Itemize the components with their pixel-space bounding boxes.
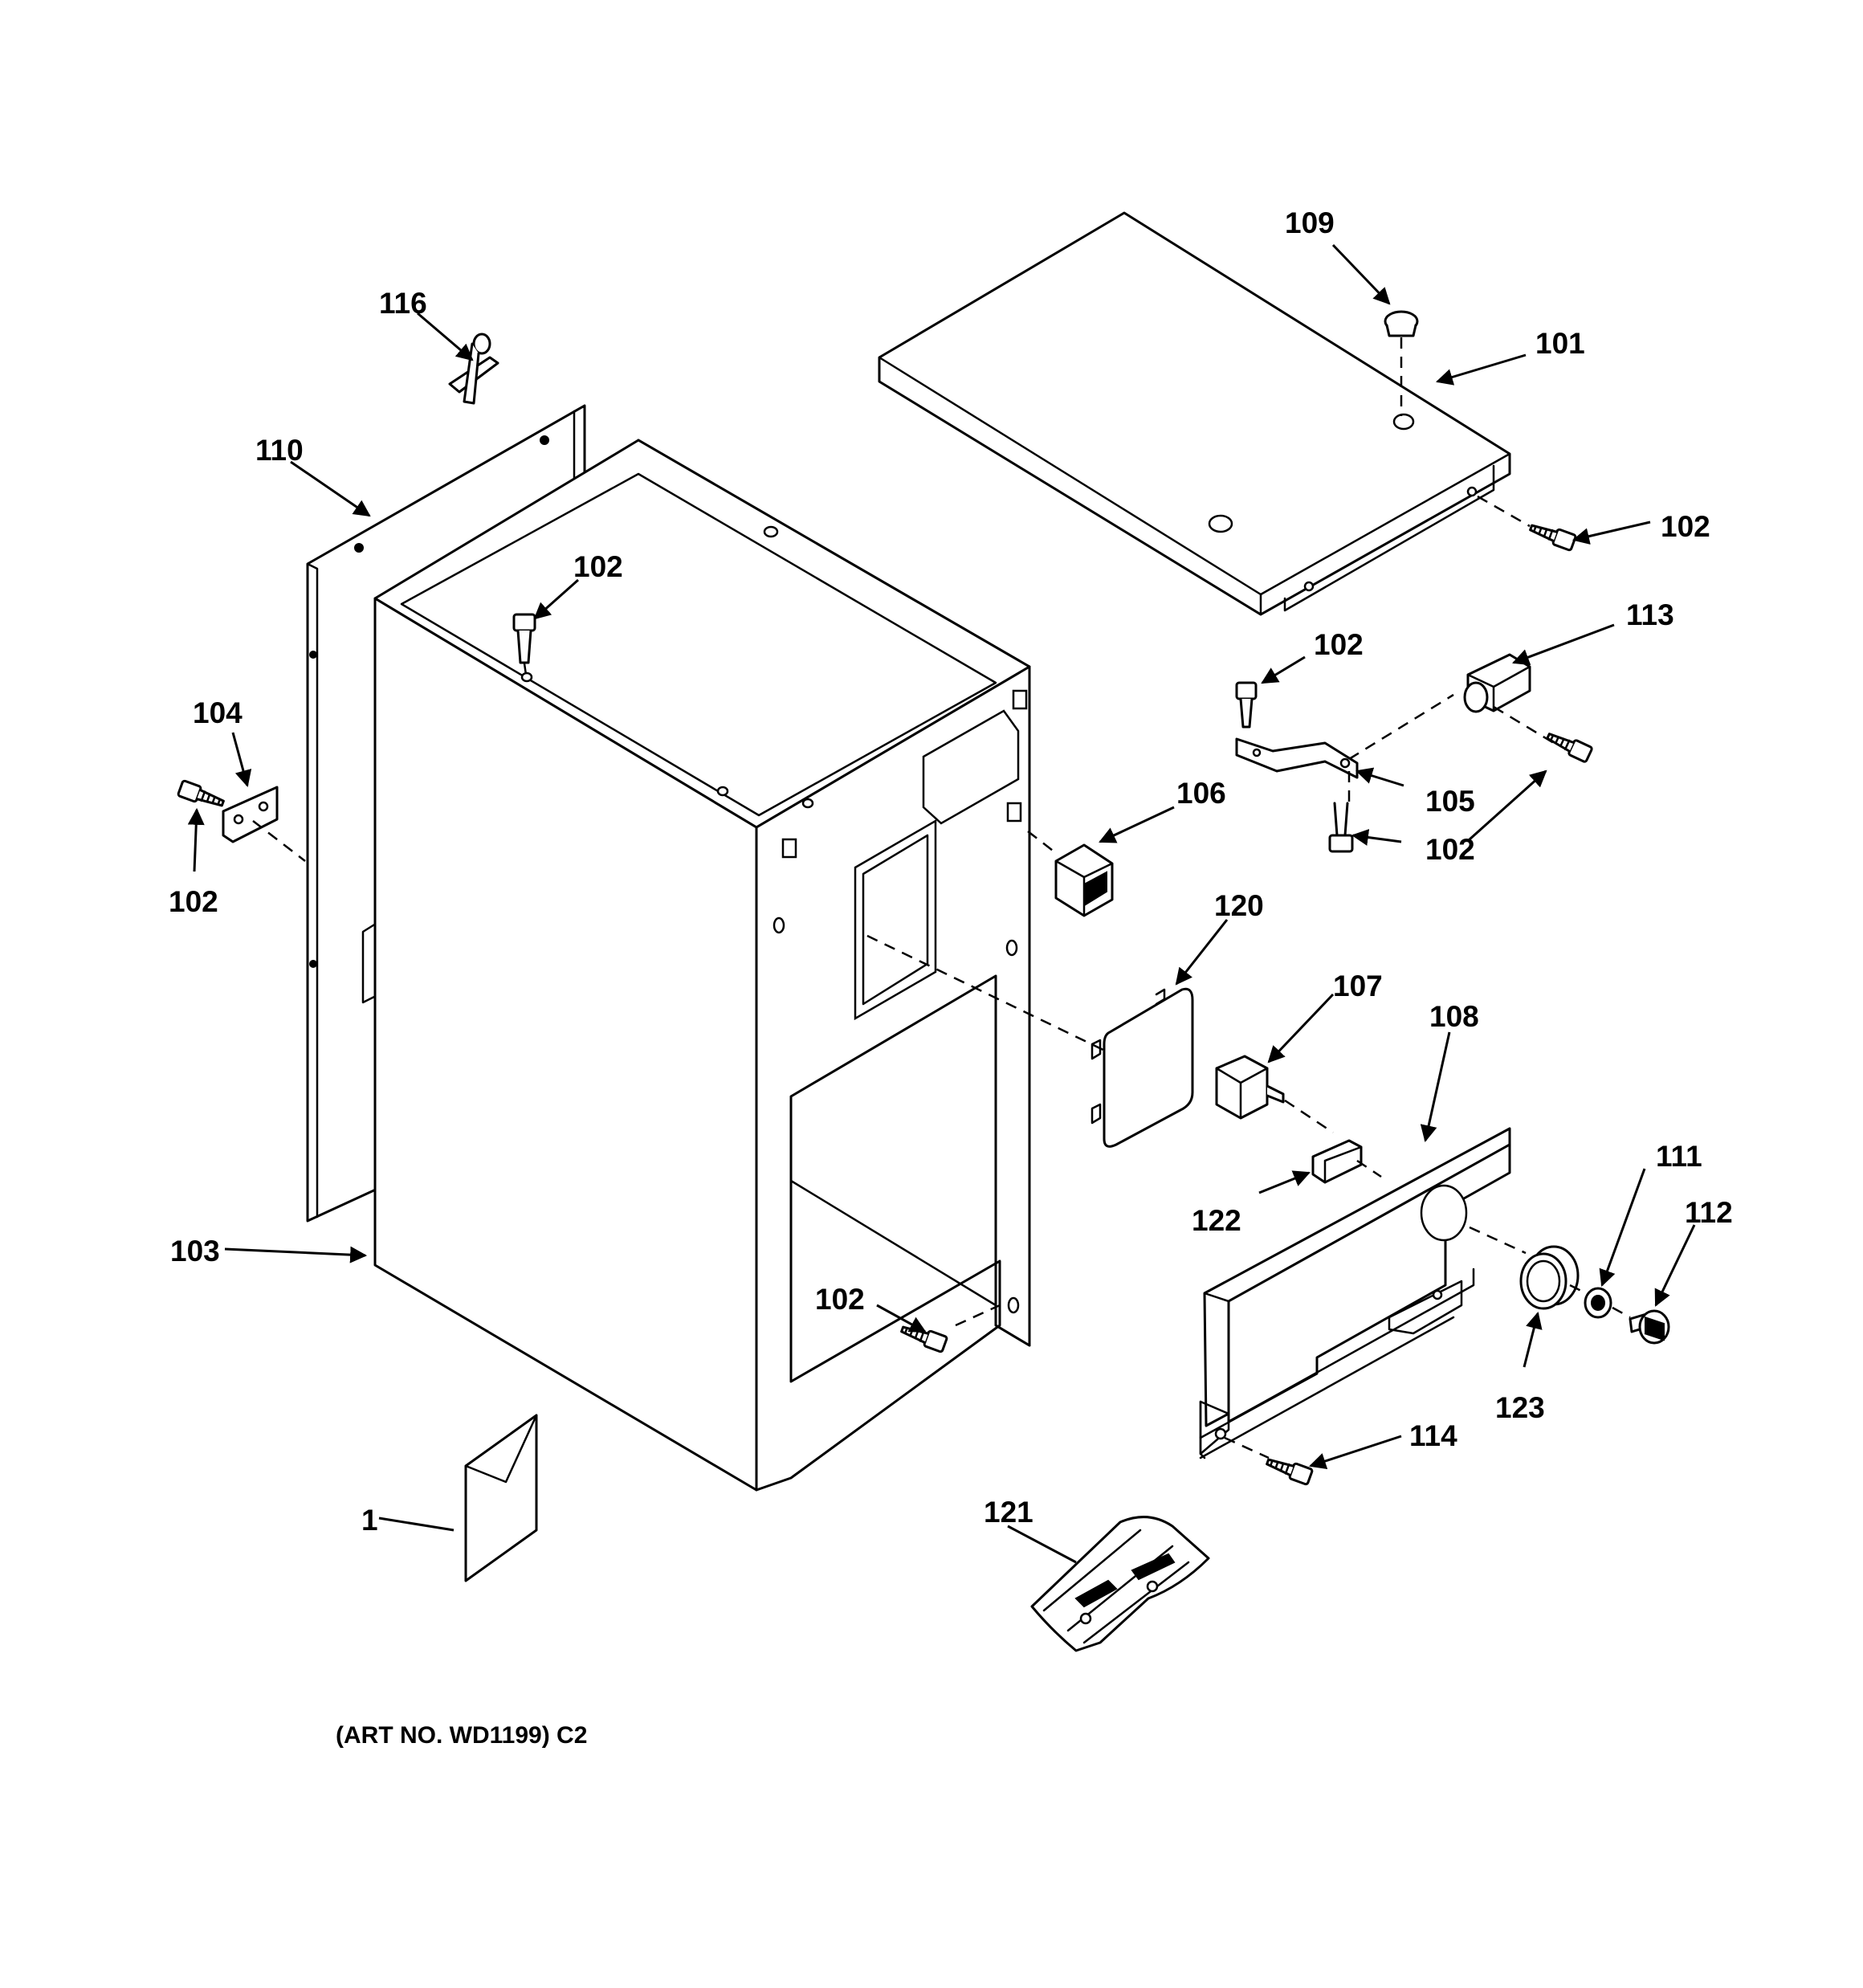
bezel-123	[1519, 1245, 1587, 1310]
leader-dash-cover	[1477, 495, 1531, 528]
screw-102-hinge-bottom	[1328, 802, 1354, 853]
screw-102-hinge-right	[1543, 727, 1594, 764]
screw-102-top	[512, 613, 536, 683]
callout-104: 104	[193, 696, 243, 729]
clip-122	[1311, 1139, 1382, 1184]
callout-122: 122	[1192, 1204, 1241, 1237]
clip-116	[448, 333, 499, 405]
plug-109	[1384, 310, 1419, 416]
hardware-bag-121	[1030, 1516, 1210, 1652]
leader-dash-bottom	[955, 1304, 1001, 1327]
callout-102-hinge: 102	[1314, 628, 1364, 661]
callout-109: 109	[1285, 206, 1335, 239]
screw-102-cover	[1527, 519, 1578, 553]
screw-102-hinge-top	[1235, 681, 1258, 729]
screw-114	[1263, 1453, 1315, 1487]
art-number-caption: (ART NO. WD1199) C2	[336, 1722, 587, 1749]
control-panel-108	[1199, 1127, 1527, 1459]
knob-112	[1629, 1309, 1670, 1345]
switch-106	[1027, 831, 1114, 917]
literature-1	[464, 1414, 538, 1582]
callout-102-bottom: 102	[815, 1283, 865, 1316]
callout-110: 110	[255, 434, 304, 467]
bracket-104	[222, 786, 306, 862]
callout-111: 111	[1656, 1140, 1702, 1173]
cabinet-103	[373, 439, 1031, 1492]
top-cover-101	[878, 211, 1511, 616]
callout-102-hinge-bottom: 102	[1425, 833, 1475, 866]
callout-108: 108	[1429, 1000, 1479, 1033]
switch-107	[1215, 1055, 1334, 1134]
callout-103: 103	[170, 1235, 220, 1268]
cover-plate-120	[866, 934, 1194, 1148]
callout-114: 114	[1409, 1419, 1457, 1452]
callout-105: 105	[1425, 785, 1475, 818]
callout-101: 101	[1535, 327, 1585, 360]
callout-120: 120	[1214, 889, 1264, 922]
block-113	[1463, 653, 1555, 745]
callout-113: 113	[1626, 598, 1674, 631]
callout-116: 116	[379, 287, 427, 320]
callout-102-left: 102	[169, 885, 218, 918]
leader-lines	[187, 243, 1696, 1564]
bracket-105	[1235, 693, 1454, 803]
callout-107: 107	[1333, 970, 1383, 1002]
leader-dash-114	[1224, 1436, 1270, 1459]
callout-102-top: 102	[573, 550, 623, 583]
screw-102-left	[176, 778, 227, 812]
callout-123: 123	[1495, 1391, 1545, 1424]
callout-1: 1	[361, 1504, 378, 1537]
callout-112: 112	[1685, 1196, 1733, 1229]
ring-111	[1584, 1287, 1631, 1319]
callout-102-cover: 102	[1661, 510, 1710, 543]
callout-121: 121	[984, 1496, 1033, 1529]
callout-106: 106	[1176, 777, 1226, 810]
callout-labels: 109 101 102 116 110 102 104 102 102 113 …	[169, 206, 1733, 1749]
